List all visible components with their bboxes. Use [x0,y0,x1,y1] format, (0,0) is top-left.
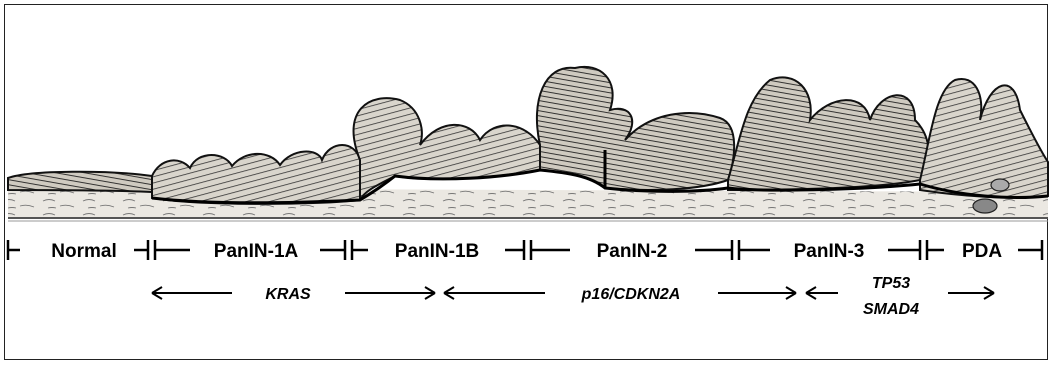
pda-epithelium [920,79,1048,198]
stage-label-panin-1b: PanIN-1B [395,241,479,262]
panin-3-epithelium [728,77,929,190]
stage-label-panin-1a: PanIN-1A [214,241,299,262]
panin-1a-epithelium [152,145,360,204]
stage-label-pda: PDA [962,241,1002,262]
stage-label-panin-3: PanIN-3 [794,241,865,262]
gene-label-smad4: SMAD4 [863,301,919,318]
normal-epithelium [8,172,152,192]
stage-label-normal: Normal [51,241,116,262]
stage-label-panin-2: PanIN-2 [597,241,668,262]
tissue-illustration [8,67,1048,221]
stage-bar [8,240,1042,260]
panin-2-epithelium [537,67,734,190]
gene-label-tp53: TP53 [872,275,910,292]
gene-label-p16: p16/CDKN2A [581,286,681,303]
gene-label-kras: KRAS [265,286,311,303]
